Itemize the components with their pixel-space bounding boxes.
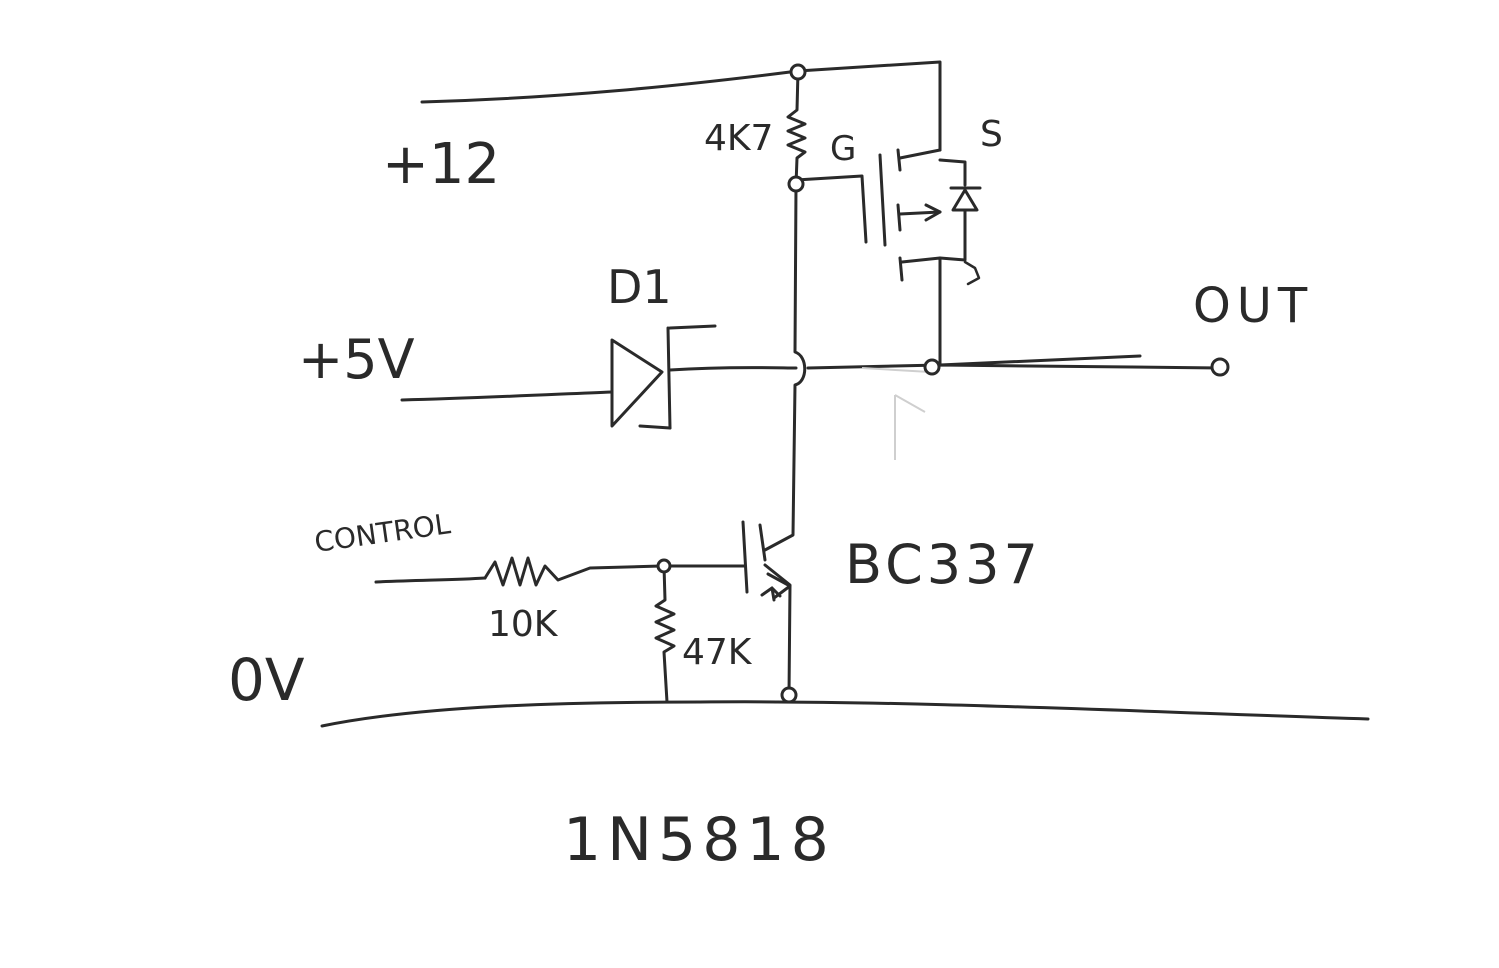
label-control: CONTROL (312, 507, 452, 559)
supply-12v-rail (420, 60, 942, 152)
diode-d1 (610, 324, 717, 430)
label-0v: 0V (228, 646, 305, 714)
node-gate (787, 175, 805, 193)
collector-wire (763, 183, 807, 552)
node-out-terminal (1210, 357, 1230, 377)
label-10k: 10K (488, 604, 559, 645)
label-4k7: 4K7 (704, 118, 773, 159)
label-out: OUT (1193, 278, 1313, 334)
control-wire (374, 576, 487, 584)
base-resistor (483, 556, 747, 587)
label-gate: G (830, 129, 856, 169)
erased-trace (861, 367, 931, 460)
diode-output-wire (668, 366, 798, 372)
label-d1: D1 (607, 260, 672, 314)
label-source: S (980, 114, 1003, 155)
node-out (923, 358, 941, 376)
gate-wire (794, 174, 868, 244)
supply-5v-wire (400, 390, 614, 402)
node-base (656, 558, 672, 574)
npn-transistor (741, 520, 792, 697)
pulldown-resistor (654, 564, 676, 704)
label-1n5818: 1N5818 (563, 805, 835, 875)
label-12v: +12 (382, 132, 500, 197)
pullup-resistor (786, 69, 807, 187)
ground-rail (320, 700, 1370, 728)
p-mosfet (878, 148, 982, 367)
node-ground (780, 686, 798, 704)
label-bc337: BC337 (845, 533, 1042, 596)
label-5v: +5V (298, 328, 415, 391)
node-12v (789, 63, 807, 81)
label-47k: 47K (682, 632, 753, 673)
output-wire (806, 354, 1222, 370)
